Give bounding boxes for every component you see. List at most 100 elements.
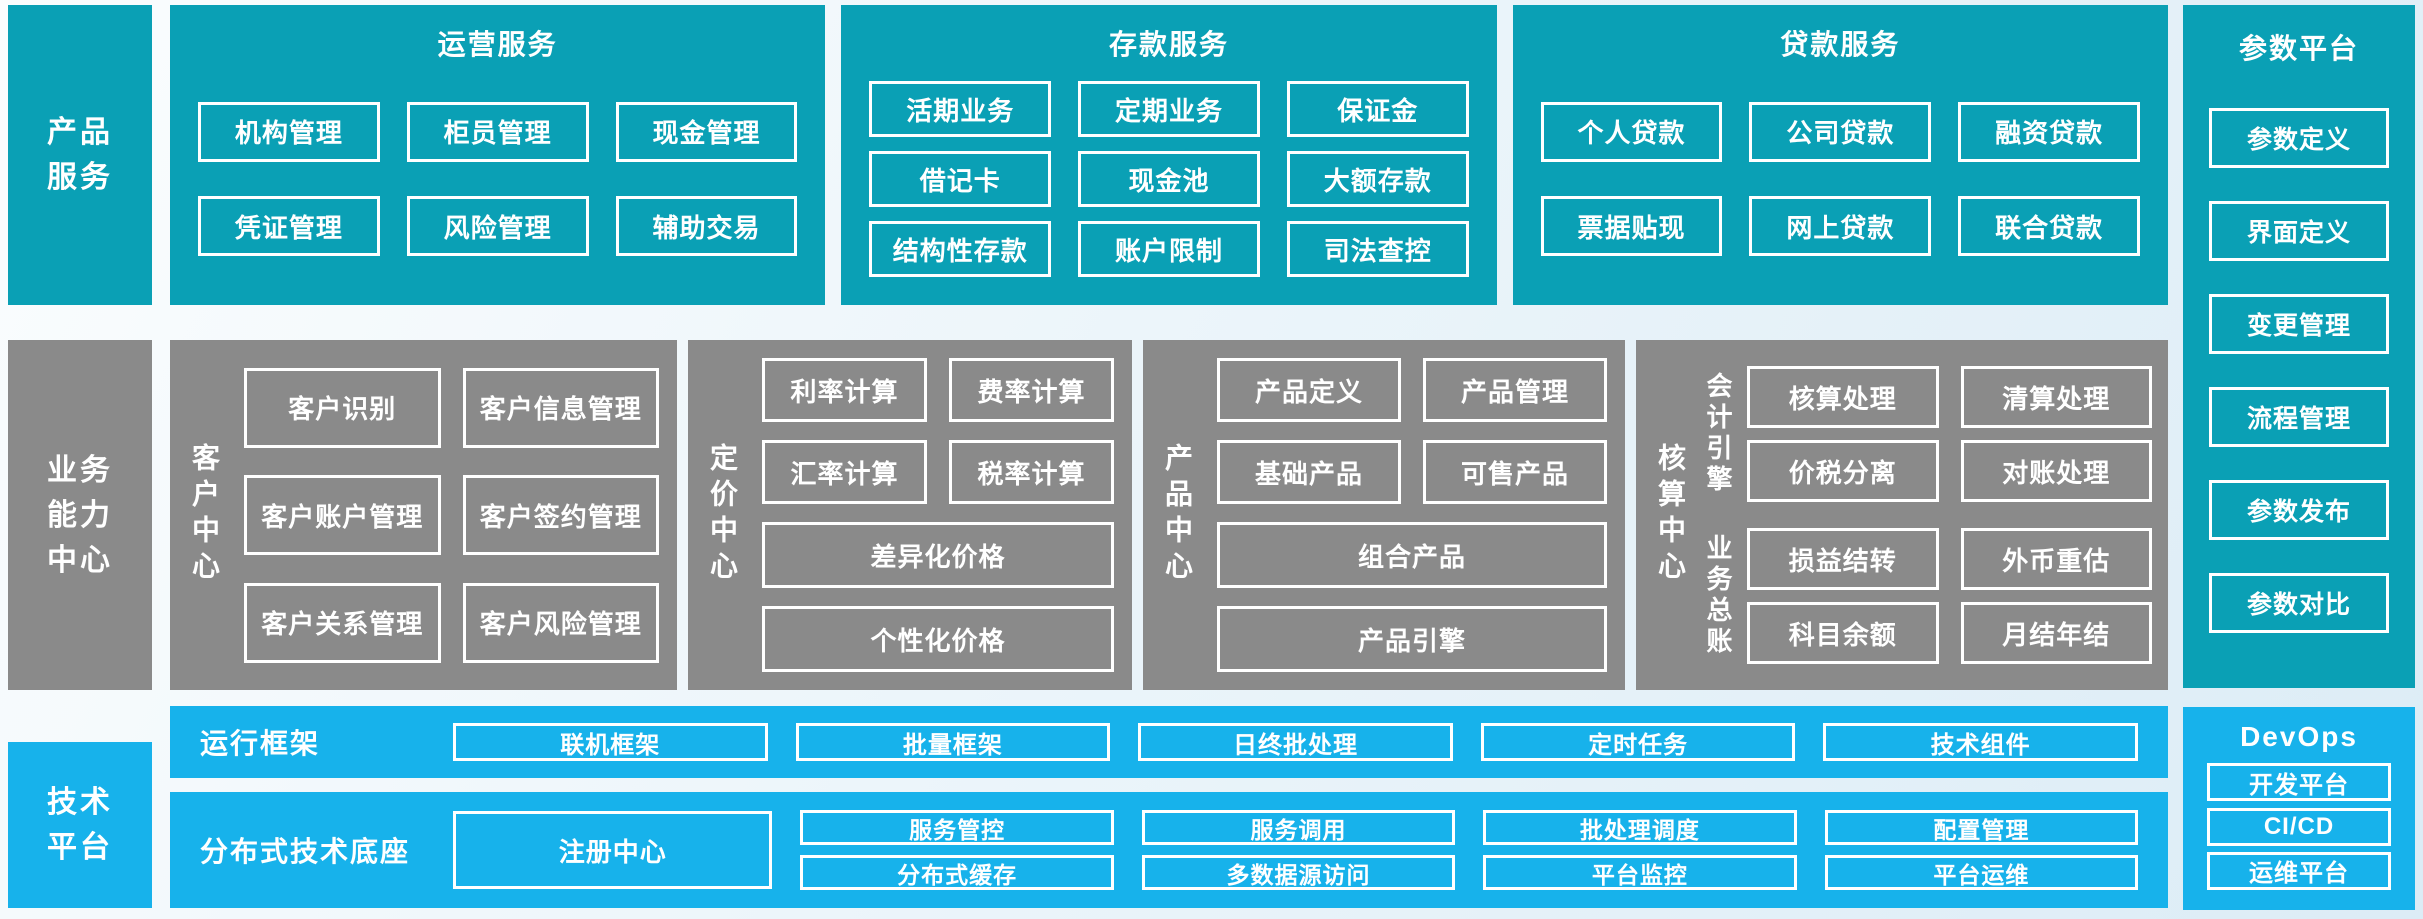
pricing-cell: 个性化价格 xyxy=(762,606,1114,672)
business-capability-row: 客户中心 客户识别 客户信息管理 客户账户管理 客户签约管理 客户关系管理 客户… xyxy=(170,340,2168,690)
operations-cell: 柜员管理 xyxy=(406,101,589,162)
accounting-cell: 损益结转 xyxy=(1747,528,1939,590)
section-operations-title: 运营服务 xyxy=(437,29,558,60)
pricing-cell: 汇率计算 xyxy=(762,440,927,504)
loan-cell: 票据贴现 xyxy=(1540,196,1723,257)
parameter-cell: 变更管理 xyxy=(2209,294,2389,354)
accounting-cell: 月结年结 xyxy=(1960,602,2152,664)
section-distributed-base: 分布式技术底座 注册中心 服务管控 分布式缓存 服务调用 多数据源访问 批处理调… xyxy=(170,792,2168,908)
parameter-platform-title: 参数平台 xyxy=(2238,33,2359,64)
base-cell: 多数据源访问 xyxy=(1141,855,1456,890)
operations-cell: 辅助交易 xyxy=(615,196,798,257)
section-deposit: 存款服务 活期业务 定期业务 保证金 借记卡 现金池 大额存款 结构性存款 账户… xyxy=(841,5,1497,305)
deposit-cell: 司法查控 xyxy=(1286,221,1469,277)
product-center-label: 产品中心 xyxy=(1162,443,1193,587)
deposit-cell: 活期业务 xyxy=(869,81,1052,137)
business-capability-label-line: 能力 xyxy=(47,498,113,532)
section-deposit-title: 存款服务 xyxy=(1108,29,1229,60)
operations-cell: 凭证管理 xyxy=(198,196,380,257)
base-cell: 配置管理 xyxy=(1824,810,2139,845)
operations-grid: 机构管理 柜员管理 现金管理 凭证管理 风险管理 辅助交易 xyxy=(170,63,825,305)
section-pricing-center: 定价中心 利率计算 费率计算 汇率计算 税率计算 差异化价格 个性化价格 xyxy=(688,340,1132,690)
pricing-center-grid: 利率计算 费率计算 汇率计算 税率计算 差异化价格 个性化价格 xyxy=(744,340,1132,690)
base-cell: 分布式缓存 xyxy=(800,855,1114,890)
loan-grid: 个人贷款 公司贷款 融资贷款 票据贴现 网上贷款 联合贷款 xyxy=(1513,63,2168,305)
runtime-cell: 定时任务 xyxy=(1480,723,1796,761)
tech-platform-label-line: 平台 xyxy=(47,831,113,864)
registry-center-cell: 注册中心 xyxy=(453,811,773,889)
runtime-cell: 批量框架 xyxy=(795,723,1111,761)
runtime-cell: 日终批处理 xyxy=(1138,723,1453,761)
operations-cell: 风险管理 xyxy=(406,196,589,257)
section-loan: 贷款服务 个人贷款 公司贷款 融资贷款 票据贴现 网上贷款 联合贷款 xyxy=(1512,5,2168,305)
loan-grid-row: 票据贴现 网上贷款 联合贷款 xyxy=(1540,196,2140,257)
pricing-cell: 费率计算 xyxy=(949,358,1114,422)
deposit-cell: 结构性存款 xyxy=(869,221,1052,277)
base-pair-column: 服务管控 分布式缓存 xyxy=(800,810,1114,890)
base-cell: 批处理调度 xyxy=(1483,810,1797,845)
customer-cell: 客户账户管理 xyxy=(244,475,441,555)
devops-cell: 开发平台 xyxy=(2207,763,2391,802)
accounting-center-label: 核算中心 xyxy=(1655,443,1686,587)
deposit-cell: 大额存款 xyxy=(1286,151,1469,207)
loan-cell: 融资贷款 xyxy=(1958,101,2140,162)
customer-cell: 客户信息管理 xyxy=(462,367,659,448)
business-ledger-grid: 损益结转 外币重估 科目余额 月结年结 xyxy=(1737,528,2152,664)
base-cell: 平台监控 xyxy=(1483,855,1797,890)
deposit-grid-row: 结构性存款 账户限制 司法查控 xyxy=(869,221,1469,277)
deposit-grid: 活期业务 定期业务 保证金 借记卡 现金池 大额存款 结构性存款 账户限制 司法… xyxy=(841,63,1496,305)
business-capability-label-line: 中心 xyxy=(47,543,113,577)
product-cell: 产品管理 xyxy=(1423,358,1607,422)
customer-cell: 客户签约管理 xyxy=(462,475,659,555)
accounting-engine-group: 会计引擎 核算处理 清算处理 价税分离 对账处理 xyxy=(1692,366,2152,502)
product-cell: 组合产品 xyxy=(1217,522,1607,588)
devops-title: DevOps xyxy=(2240,721,2358,752)
product-cell: 产品定义 xyxy=(1217,358,1401,422)
deposit-cell: 保证金 xyxy=(1286,81,1469,137)
parameter-cell: 参数发布 xyxy=(2209,480,2389,540)
pricing-cell: 差异化价格 xyxy=(762,522,1114,588)
section-runtime-framework: 运行框架 联机框架 批量框架 日终批处理 定时任务 技术组件 xyxy=(170,706,2168,778)
deposit-cell: 借记卡 xyxy=(869,151,1052,207)
loan-cell: 公司贷款 xyxy=(1749,101,1932,162)
devops-cell: CI/CD xyxy=(2207,807,2391,846)
accounting-cell: 外币重估 xyxy=(1960,528,2152,590)
pricing-cell: 利率计算 xyxy=(762,358,927,422)
accounting-cell: 核算处理 xyxy=(1747,366,1939,428)
devops-cell: 运维平台 xyxy=(2207,851,2391,890)
business-capability-label: 业务 能力 中心 xyxy=(8,340,152,690)
deposit-grid-row: 借记卡 现金池 大额存款 xyxy=(869,151,1469,207)
parameter-cell: 流程管理 xyxy=(2209,387,2389,447)
tech-platform-label-line: 技术 xyxy=(47,786,113,819)
product-cell: 可售产品 xyxy=(1423,440,1607,504)
parameter-cell: 参数对比 xyxy=(2209,573,2389,633)
operations-grid-row: 机构管理 柜员管理 现金管理 xyxy=(198,101,798,162)
customer-center-grid: 客户识别 客户信息管理 客户账户管理 客户签约管理 客户关系管理 客户风险管理 xyxy=(226,340,677,690)
customer-cell: 客户风险管理 xyxy=(462,582,659,663)
distributed-base-label: 分布式技术底座 xyxy=(200,836,411,867)
accounting-cell: 价税分离 xyxy=(1747,440,1939,502)
accounting-cell: 科目余额 xyxy=(1747,602,1939,664)
parameter-platform-items: 参数定义 界面定义 变更管理 流程管理 参数发布 参数对比 xyxy=(2183,67,2415,688)
deposit-grid-row: 活期业务 定期业务 保证金 xyxy=(869,81,1469,137)
product-cell: 产品引擎 xyxy=(1217,606,1607,672)
section-customer-center: 客户中心 客户识别 客户信息管理 客户账户管理 客户签约管理 客户关系管理 客户… xyxy=(170,340,677,690)
loan-cell: 网上贷款 xyxy=(1749,196,1932,257)
accounting-engine-grid: 核算处理 清算处理 价税分离 对账处理 xyxy=(1737,366,2152,502)
accounting-center-body: 会计引擎 核算处理 清算处理 价税分离 对账处理 业务总账 损益结转 外币重估 … xyxy=(1692,340,2168,690)
pricing-center-label: 定价中心 xyxy=(707,443,738,587)
accounting-cell: 清算处理 xyxy=(1960,366,2152,428)
customer-cell: 客户关系管理 xyxy=(244,582,441,663)
section-product-center: 产品中心 产品定义 产品管理 基础产品 可售产品 组合产品 产品引擎 xyxy=(1143,340,1625,690)
base-cell: 服务调用 xyxy=(1141,810,1456,845)
base-cell: 平台运维 xyxy=(1824,855,2139,890)
tech-platform-label: 技术 平台 xyxy=(8,742,152,908)
business-ledger-group: 业务总账 损益结转 外币重估 科目余额 月结年结 xyxy=(1692,528,2152,664)
section-devops: DevOps 开发平台 CI/CD 运维平台 xyxy=(2183,707,2415,910)
section-operations: 运营服务 机构管理 柜员管理 现金管理 凭证管理 风险管理 辅助交易 xyxy=(170,5,826,305)
loan-cell: 个人贷款 xyxy=(1540,101,1723,162)
product-services-label-line: 服务 xyxy=(47,161,113,194)
loan-cell: 联合贷款 xyxy=(1958,196,2140,257)
base-pair-column: 服务调用 多数据源访问 xyxy=(1141,810,1456,890)
parameter-cell: 参数定义 xyxy=(2209,108,2389,168)
